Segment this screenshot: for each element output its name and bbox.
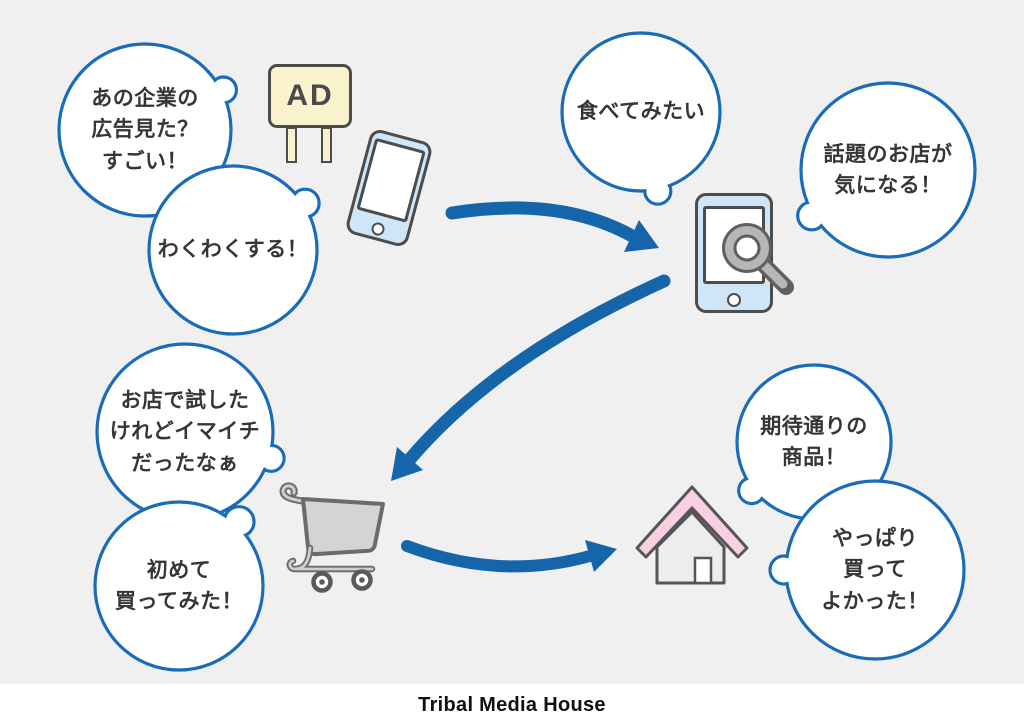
bubble-shape <box>57 42 238 218</box>
bubble-text-line: 気になる！ <box>834 174 942 197</box>
bubble-text: わくわくする！ <box>127 144 339 356</box>
bubble-text-line: あの企業の <box>91 86 199 110</box>
bubble-shape <box>93 500 265 672</box>
bubble-text-line: 初めて <box>146 558 212 582</box>
bubble-text: お店で試した けれどイマイチ だったなぁ <box>75 322 295 542</box>
magnifier-icon <box>722 223 794 295</box>
brand-logo: Tribal Media House <box>418 694 606 716</box>
bubble-shape <box>560 31 722 206</box>
speech-bubble-first-buy: 初めて 買ってみた！ <box>73 480 285 692</box>
bubble-text-line: 期待通りの <box>760 414 868 438</box>
bubble-text-line: よかった！ <box>821 589 929 613</box>
shopping-cart-icon <box>279 482 385 593</box>
bubble-text-line: 買って <box>843 558 907 582</box>
speech-bubble-want-to-try: 食べてみたい <box>540 11 742 213</box>
bubble-text-line: 買ってみた！ <box>115 590 243 613</box>
ad-sign-leg <box>286 127 297 163</box>
bubble-shape <box>796 81 977 259</box>
bubble-text-line: すごい！ <box>102 149 188 173</box>
house-icon <box>635 485 749 585</box>
bubble-shape <box>147 164 321 336</box>
bubble-text-line: 商品！ <box>781 446 847 469</box>
bubble-text-line: お店で試した <box>120 388 250 412</box>
ad-sign-board: AD <box>268 64 352 128</box>
speech-bubble-trending-shop: 話題のお店が 気になる！ <box>779 61 997 279</box>
bubble-shape <box>95 342 286 522</box>
bubble-shape <box>768 479 966 661</box>
speech-bubble-glad-i-bought: やっぱり 買って よかった！ <box>764 459 986 681</box>
bubble-text: 食べてみたい <box>540 11 742 213</box>
bubble-text-line: けれどイマイチ <box>109 420 261 444</box>
bubble-text-line: 広告見た？ <box>91 118 199 142</box>
bubble-text: 話題のお店が 気になる！ <box>779 61 997 279</box>
phone-home-button <box>727 293 741 307</box>
bubble-text: やっぱり 買って よかった！ <box>764 459 986 681</box>
bubble-text-line: わくわくする！ <box>157 238 309 262</box>
bubble-text-line: 話題のお店が <box>823 142 953 166</box>
bubble-text: あの企業の 広告見た？ すごい！ <box>37 22 253 238</box>
arrow-ad-to-search-icon <box>445 201 659 252</box>
speech-bubble-ad-seen: あの企業の 広告見た？ すごい！ <box>37 22 253 238</box>
speech-bubble-excited: わくわくする！ <box>127 144 339 356</box>
ad-sign-leg <box>321 127 332 163</box>
ad-sign-label: AD <box>286 79 334 112</box>
footer-bar: Tribal Media House <box>0 684 1024 727</box>
speech-bubble-as-expected: 期待通りの 商品！ <box>715 343 913 541</box>
bubble-text-line: だったなぁ <box>131 451 239 475</box>
arrow-search-to-purchase-icon <box>391 274 671 481</box>
bubble-text-line: やっぱり <box>832 526 918 550</box>
speech-bubble-tried-but-meh: お店で試した けれどイマイチ だったなぁ <box>75 322 295 542</box>
arrow-purchase-to-home-icon <box>401 540 617 573</box>
bubble-text: 期待通りの 商品！ <box>715 343 913 541</box>
bubble-text: 初めて 買ってみた！ <box>73 480 285 692</box>
bubble-text-line: 食べてみたい <box>576 100 706 124</box>
